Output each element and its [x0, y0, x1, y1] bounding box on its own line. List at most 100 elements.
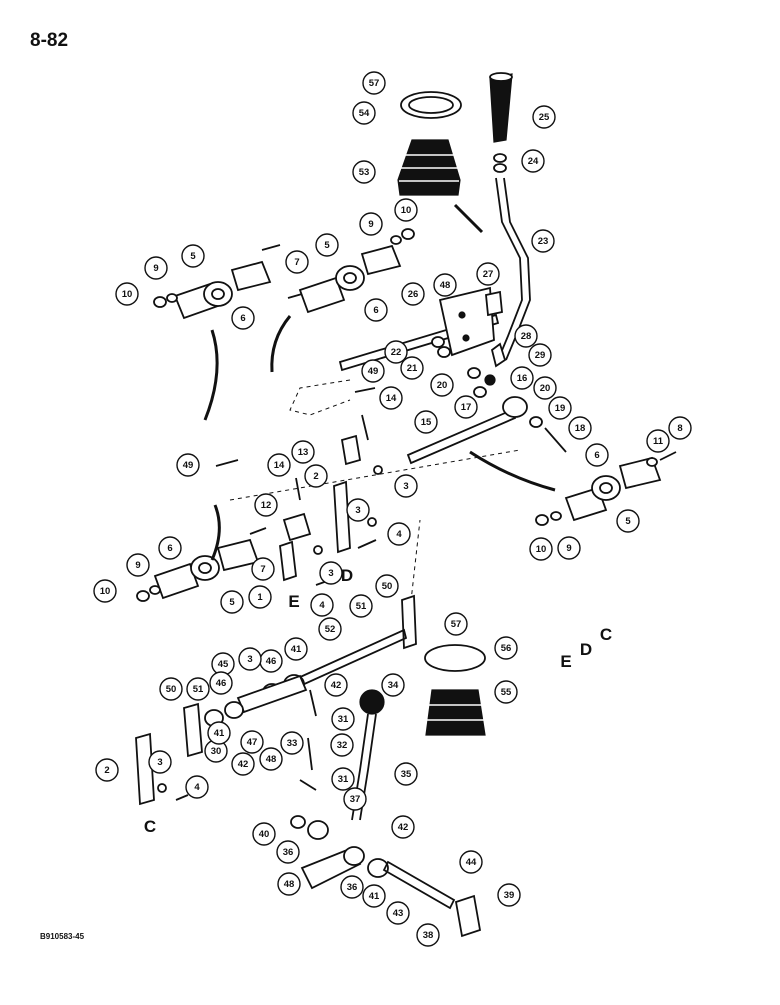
- callout-label: 11: [653, 436, 664, 447]
- callout-label: 51: [356, 601, 367, 612]
- callout-label: 45: [218, 659, 229, 670]
- callout-label: 4: [396, 529, 402, 540]
- callout-circle: [176, 453, 200, 477]
- callout-circle: [401, 282, 425, 306]
- bar-45: [236, 674, 308, 714]
- callout-label: 5: [229, 597, 235, 608]
- callout-37: 37: [343, 787, 367, 811]
- callout-label: 10: [122, 289, 133, 300]
- callout-2: 2: [95, 758, 119, 782]
- pin-4: [357, 539, 377, 549]
- callout-label: 47: [247, 737, 258, 748]
- callout-circle: [144, 256, 168, 280]
- pin-32: [307, 737, 313, 771]
- callout-circle: [557, 536, 581, 560]
- callout-41: 41: [362, 884, 386, 908]
- washer-9: [166, 293, 178, 303]
- callout-circle: [416, 923, 440, 947]
- letter-C: C: [600, 625, 612, 644]
- callout-label: 24: [528, 156, 539, 167]
- callout-46: 46: [209, 671, 233, 695]
- washer-40: [290, 815, 306, 829]
- callout-3: 3: [238, 647, 262, 671]
- callout-circle: [280, 731, 304, 755]
- callout-circle: [349, 594, 373, 618]
- callout-label: 54: [359, 108, 370, 119]
- ball-16: [484, 374, 496, 386]
- callout-circle: [568, 416, 592, 440]
- callout-label: 9: [368, 219, 373, 230]
- callout-circle: [93, 579, 117, 603]
- bolt-49: [354, 387, 376, 393]
- callout-circle: [532, 105, 556, 129]
- callout-label: 1: [257, 592, 263, 603]
- callout-circle: [394, 198, 418, 222]
- callout-3: 3: [394, 474, 418, 498]
- callout-circle: [514, 324, 538, 348]
- callout-label: 22: [391, 347, 402, 358]
- bushing-46: [224, 701, 244, 719]
- callout-12: 12: [254, 493, 278, 517]
- upper-cross-shaft: [338, 286, 503, 372]
- callout-circle: [115, 282, 139, 306]
- pin-14: [295, 477, 301, 501]
- callout-9: 9: [126, 553, 150, 577]
- callout-46: 46: [259, 649, 283, 673]
- callout-circle: [231, 306, 255, 330]
- callout-23: 23: [531, 229, 555, 253]
- ball-knob-34: [359, 689, 385, 715]
- callout-label: 38: [423, 930, 434, 941]
- lever-rod: [503, 177, 531, 361]
- callout-51: 51: [349, 594, 373, 618]
- callout-circle: [531, 229, 555, 253]
- callout-3: 3: [319, 561, 343, 585]
- callout-4: 4: [310, 593, 334, 617]
- callout-4: 4: [387, 522, 411, 546]
- flange-5: [230, 260, 272, 292]
- callout-20: 20: [533, 376, 557, 400]
- callout-label: 10: [401, 205, 412, 216]
- flange-5: [298, 276, 346, 314]
- callout-label: 52: [325, 624, 336, 635]
- bracket-48: [438, 286, 495, 357]
- callout-54: 54: [352, 101, 376, 125]
- callout-10: 10: [93, 579, 117, 603]
- pin-4: [175, 794, 189, 801]
- bushing-36: [307, 820, 329, 840]
- callout-circle: [400, 356, 424, 380]
- callout-circle: [148, 750, 172, 774]
- callout-52: 52: [318, 617, 342, 641]
- callout-label: 35: [401, 769, 412, 780]
- fitting-28: [490, 342, 507, 368]
- callout-circle: [310, 593, 334, 617]
- callout-circle: [510, 366, 534, 390]
- callout-circle: [585, 443, 609, 467]
- callout-circle: [668, 416, 692, 440]
- bolt-7: [261, 244, 281, 251]
- callout-label: 6: [594, 450, 599, 461]
- callout-circle: [315, 233, 339, 257]
- callout-44: 44: [459, 850, 483, 874]
- callout-label: 53: [359, 167, 370, 178]
- callout-5: 5: [616, 509, 640, 533]
- lever-2: [135, 732, 155, 806]
- callout-circle: [159, 677, 183, 701]
- callout-label: 42: [398, 822, 409, 833]
- lever-13: [340, 434, 362, 466]
- callout-circle: [375, 574, 399, 598]
- callout-label: 21: [407, 363, 418, 374]
- callout-label: 29: [535, 350, 546, 361]
- callout-circle: [95, 758, 119, 782]
- block-12: [282, 512, 312, 542]
- callout-label: 33: [287, 738, 298, 749]
- callout-20: 20: [430, 373, 454, 397]
- callout-label: 41: [291, 644, 302, 655]
- callout-circle: [444, 612, 468, 636]
- callout-label: 5: [190, 251, 196, 262]
- callout-circle: [343, 787, 367, 811]
- callout-label: 7: [260, 564, 265, 575]
- callout-circle: [548, 396, 572, 420]
- callout-label: 50: [166, 684, 177, 695]
